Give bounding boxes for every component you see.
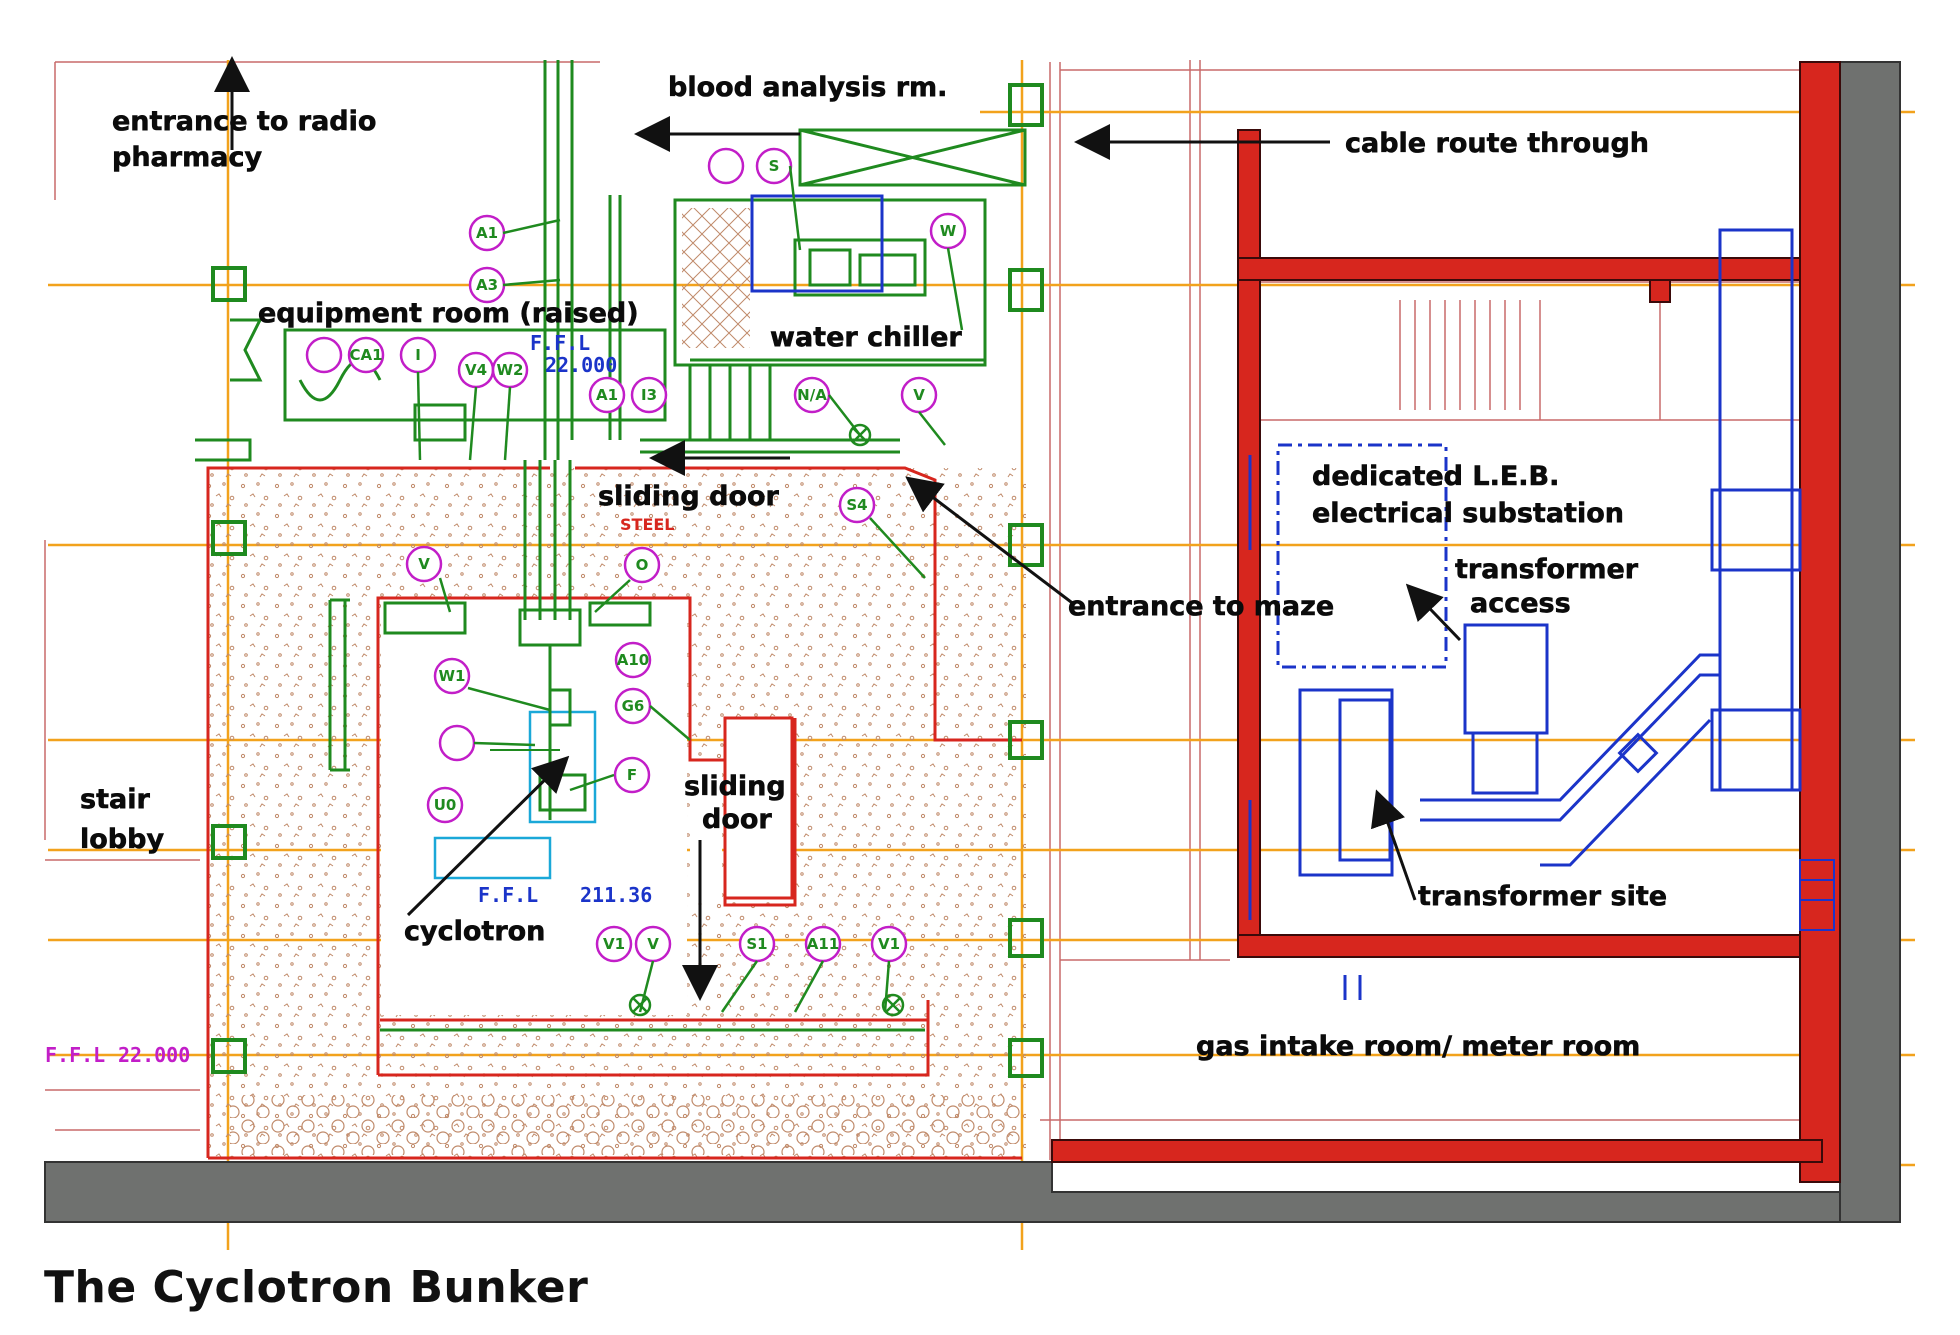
tag-text: V1	[603, 935, 625, 953]
label-equipment-room: equipment room (raised)	[258, 298, 639, 329]
label-water-chiller: water chiller	[770, 322, 962, 353]
tag-leaders	[416, 165, 964, 1013]
equipment-tags	[305, 147, 967, 963]
equipment-symbols-left	[195, 318, 263, 462]
tag-text: A10	[617, 651, 649, 669]
equipment-hatch	[682, 208, 750, 348]
tag-text: I	[415, 346, 421, 364]
label-transformer-access-1: transformer	[1455, 554, 1639, 585]
label-entrance-radio-pharmacy-1: entrance to radio	[112, 106, 376, 137]
annotation-arrows	[214, 56, 1462, 1001]
label-steel: STEEL	[620, 515, 675, 534]
tag-text: F	[627, 766, 637, 784]
label-stair-lobby-1: stair	[80, 784, 150, 815]
tag-text: G6	[622, 697, 645, 715]
tag-text: O	[636, 556, 649, 574]
drawing-title: The Cyclotron Bunker	[44, 1262, 589, 1313]
label-cyclotron: cyclotron	[404, 916, 545, 947]
room-labels: entrance to radio pharmacy blood analysi…	[80, 72, 1668, 1063]
level-bunker-label: F.F.L	[478, 883, 538, 907]
tag-text: U0	[434, 796, 457, 814]
electrical-equipment	[1248, 228, 1802, 1000]
tag-text: A1	[476, 224, 498, 242]
tag-text: V	[647, 935, 659, 953]
tag-text: A3	[476, 276, 498, 294]
tag-text: W	[940, 222, 957, 240]
tag-text: V	[913, 386, 925, 404]
label-blood-analysis: blood analysis rm.	[668, 72, 947, 103]
label-substation-2: electrical substation	[1312, 498, 1624, 529]
tag-text: S4	[846, 496, 867, 514]
tag-text: V	[418, 555, 430, 573]
label-sliding-door-mid-2: door	[702, 804, 772, 835]
level-equipment-value: 22.000	[545, 353, 617, 377]
tag-text: A11	[807, 935, 839, 953]
water-chiller-outline	[750, 194, 884, 293]
label-gas-intake: gas intake room/ meter room	[1196, 1031, 1640, 1062]
floor-levels: F.F.L 22.000 F.F.L 211.36 F.F.L 22.000	[45, 331, 652, 1067]
tag-text: V1	[878, 935, 900, 953]
label-sliding-door-top: sliding door	[598, 481, 780, 512]
tag-text: A1	[596, 386, 618, 404]
label-stair-lobby-2: lobby	[80, 824, 164, 855]
level-stair-value: 22.000	[118, 1043, 190, 1067]
sliding-door-block	[723, 716, 794, 900]
outer-walls	[44, 61, 1901, 1223]
label-substation-1: dedicated L.E.B.	[1312, 461, 1559, 492]
tag-texts: A1 A3 CA1 I V4 W2 A1 I3 S W N/A V S4 V O…	[349, 157, 956, 953]
tag-text: I3	[641, 386, 657, 404]
tag-text: V4	[465, 361, 487, 379]
label-transformer-site: transformer site	[1418, 881, 1667, 912]
wall-hatch	[1799, 859, 1835, 931]
level-bunker-value: 211.36	[580, 883, 652, 907]
tag-text: S1	[746, 935, 767, 953]
tag-text: N/A	[797, 386, 827, 404]
valve-symbols	[628, 423, 905, 1017]
label-cable-route: cable route through	[1345, 128, 1649, 159]
label-sliding-door-mid-1: sliding	[684, 771, 786, 802]
tag-text: W2	[497, 361, 524, 379]
label-transformer-access-2: access	[1470, 588, 1571, 619]
maze-linework	[328, 460, 925, 1032]
bunker-aggregate	[230, 1095, 1020, 1155]
background-linework	[44, 60, 1830, 1160]
level-stair-label: F.F.L	[45, 1043, 105, 1067]
tag-text: S	[769, 157, 780, 175]
columns	[211, 83, 1044, 1078]
level-equipment-label: F.F.L	[530, 331, 590, 355]
tag-text: CA1	[349, 346, 382, 364]
tag-text: W1	[439, 667, 466, 685]
equipment-room-linework	[283, 60, 1027, 460]
label-entrance-maze: entrance to maze	[1068, 591, 1334, 622]
label-entrance-radio-pharmacy-2: pharmacy	[112, 142, 262, 173]
